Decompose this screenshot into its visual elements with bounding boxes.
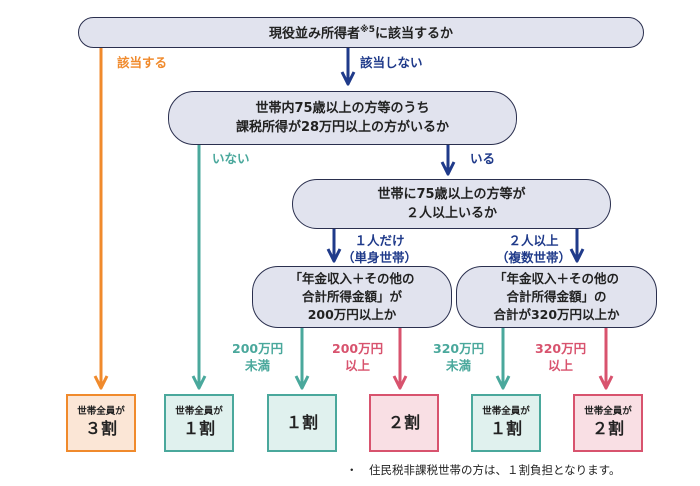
question-line: 「年金収入＋その他の: [493, 271, 619, 286]
label-line: 200万円: [332, 341, 384, 356]
result-2wari: ２割: [369, 394, 439, 452]
question-kazei-shotoku: 世帯内75歳以上の方等のうち 課税所得が28万円以上の方がいるか: [168, 91, 517, 145]
question-line: 世帯に75歳以上の方等が: [377, 187, 526, 202]
label-line: 以上: [345, 358, 371, 373]
result-sub: 世帯全員が: [584, 406, 632, 417]
footnote: ・ 住民税非課税世帯の方は、１割負担となります。: [346, 463, 621, 477]
result-1wari-all-multi: 世帯全員が １割: [471, 394, 541, 452]
result-sub: 世帯全員が: [77, 406, 125, 417]
question-line: 200万円以上か: [307, 307, 397, 322]
label-320-miman: 320万円 未満: [433, 340, 484, 374]
label-200-miman: 200万円 未満: [232, 340, 283, 374]
result-1wari-all: 世帯全員が １割: [164, 394, 234, 452]
question-line: 世帯内75歳以上の方等のうち: [255, 101, 430, 116]
question-line: ２人以上いるか: [405, 206, 497, 221]
result-3wari-all: 世帯全員が ３割: [66, 394, 136, 452]
result-main: ２割: [591, 419, 624, 438]
label-320-ijou: 320万円 以上: [535, 340, 586, 374]
label-line: 未満: [245, 358, 271, 373]
label-iru: いる: [470, 151, 496, 166]
result-main: １割: [489, 419, 522, 438]
result-sub: 世帯全員が: [175, 406, 223, 417]
question-genekinami: 現役並み所得者※5に該当するか: [78, 17, 644, 48]
result-main: ２割: [387, 413, 420, 432]
result-main: １割: [182, 419, 215, 438]
question-setai-ninzuu: 世帯に75歳以上の方等が ２人以上いるか: [292, 179, 611, 229]
question-nenkin-200: 「年金収入＋その他の 合計所得金額」が 200万円以上か: [252, 266, 452, 328]
label-line: 以上: [548, 358, 574, 373]
question-nenkin-320: 「年金収入＋その他の 合計所得金額」の 合計が320万円以上か: [456, 266, 657, 328]
question-line: 合計所得金額」の: [506, 289, 607, 304]
question-line: 合計が320万円以上か: [493, 307, 620, 322]
label-line: １人だけ: [354, 233, 405, 248]
label-line: 320万円: [433, 341, 485, 356]
label-line: （複数世帯）: [496, 250, 572, 265]
question-line: 「年金収入＋その他の: [289, 271, 415, 286]
label-hitori: １人だけ （単身世帯）: [342, 232, 417, 266]
label-inai: いない: [212, 151, 250, 166]
question-line: 合計所得金額」が: [301, 289, 402, 304]
result-sub: 世帯全員が: [482, 406, 530, 417]
label-gaitou-suru: 該当する: [117, 55, 168, 70]
question-genekinami-text: 現役並み所得者※5に該当するか: [268, 25, 454, 42]
label-line: 320万円: [535, 341, 587, 356]
label-futari: ２人以上 （複数世帯）: [496, 232, 571, 266]
label-line: 200万円: [232, 341, 284, 356]
result-1wari: １割: [267, 394, 337, 452]
result-main: １割: [285, 413, 318, 432]
label-gaitou-shinai: 該当しない: [360, 55, 423, 70]
result-main: ３割: [84, 419, 117, 438]
label-line: ２人以上: [508, 233, 559, 248]
question-line: 課税所得が28万円以上の方がいるか: [235, 120, 450, 135]
label-200-ijou: 200万円 以上: [332, 340, 383, 374]
result-2wari-all-multi: 世帯全員が ２割: [573, 394, 643, 452]
label-line: （単身世帯）: [342, 250, 418, 265]
label-line: 未満: [446, 358, 472, 373]
footnote-ref: ※5: [359, 25, 375, 36]
